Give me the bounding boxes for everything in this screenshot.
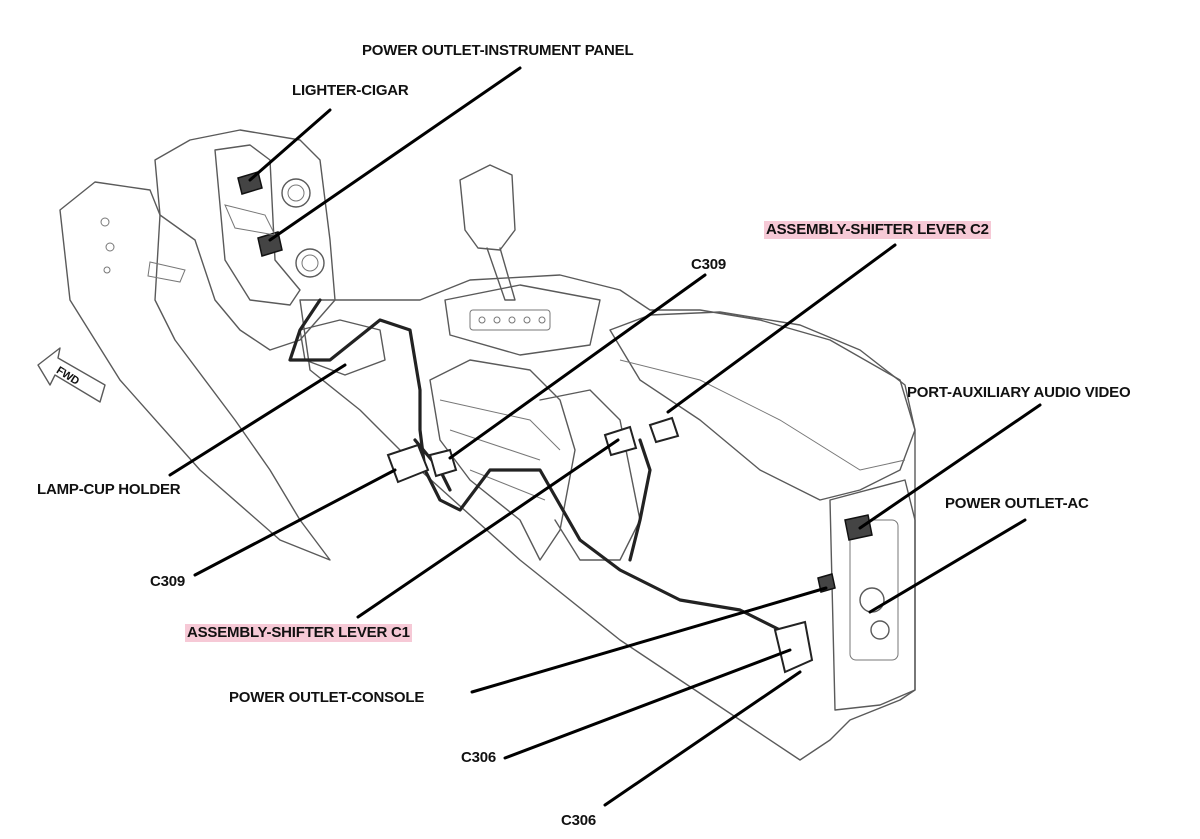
connector-c1 <box>603 425 638 457</box>
label-power-outlet-console: POWER OUTLET-CONSOLE <box>229 689 425 706</box>
outlet-socket-inner <box>287 184 305 202</box>
shifter-stem <box>486 247 516 301</box>
label-power-outlet-ac: POWER OUTLET-AC <box>945 495 1089 512</box>
console-rear-panel <box>829 479 916 711</box>
leader-power-outlet-instrument-panel <box>268 66 522 242</box>
connector-console-outlet <box>817 573 836 593</box>
shifter-mechanism <box>429 359 576 561</box>
outlet-socket-inner <box>301 254 319 272</box>
leader-c309-lower <box>193 468 397 577</box>
fwd-arrow <box>37 347 106 403</box>
floor-hole <box>103 266 111 274</box>
panel-bezel <box>214 144 301 306</box>
shifter-bezel <box>444 284 601 356</box>
ac-outlet-lower <box>870 620 890 640</box>
label-port-auxiliary-audio-video: PORT-AUXILIARY AUDIO VIDEO <box>907 384 1131 401</box>
label-lamp-cup-holder: LAMP-CUP HOLDER <box>37 481 181 498</box>
label-c306-lower: C306 <box>561 812 597 829</box>
gate-indicator <box>508 316 516 324</box>
shifter-gate <box>469 309 551 331</box>
label-lighter-cigar: LIGHTER-CIGAR <box>292 82 409 99</box>
rear-bezel <box>849 519 899 661</box>
leader-port-auxiliary-audio-video <box>858 403 1042 530</box>
console-body-outline <box>299 274 916 761</box>
mechanism-detail <box>439 399 561 451</box>
leader-power-outlet-console <box>470 586 828 694</box>
label-power-outlet-instrument-panel: POWER OUTLET-INSTRUMENT PANEL <box>362 42 634 59</box>
leader-c309-upper <box>448 273 707 460</box>
leader-assembly-shifter-lever-c1 <box>356 438 620 619</box>
label-assembly-shifter-lever-c1: ASSEMBLY-SHIFTER LEVER C1 <box>185 624 412 642</box>
gate-indicator <box>493 316 501 324</box>
leader-lamp-cup-holder <box>168 363 347 477</box>
gate-indicator <box>478 316 486 324</box>
outlet-socket <box>295 248 325 278</box>
leader-assembly-shifter-lever-c2 <box>666 243 897 414</box>
connector-c309 <box>386 443 430 484</box>
mechanism-detail <box>469 469 546 501</box>
leader-power-outlet-ac <box>868 518 1027 614</box>
shifter-knob <box>459 164 516 251</box>
leader-c306-lower <box>603 670 802 807</box>
gate-indicator <box>523 316 531 324</box>
lighter-connector <box>237 171 263 195</box>
gate-indicator <box>538 316 546 324</box>
connector-c2 <box>648 416 680 444</box>
leader-lighter-cigar <box>248 108 332 182</box>
label-assembly-shifter-lever-c2: ASSEMBLY-SHIFTER LEVER C2 <box>764 221 991 239</box>
label-c309-upper: C309 <box>691 256 727 273</box>
shifter-bracket <box>539 389 641 561</box>
ac-outlet <box>859 587 885 613</box>
connector-c309-mate <box>428 448 458 478</box>
armrest-seam <box>619 359 906 471</box>
label-c306-upper: C306 <box>461 749 497 766</box>
outlet-socket <box>281 178 311 208</box>
floor-slot <box>147 261 186 283</box>
leader-c306-upper <box>503 648 792 760</box>
mechanism-detail <box>449 429 541 461</box>
panel-trim <box>224 204 276 236</box>
floor-panel-outline <box>59 181 331 561</box>
floor-hole <box>105 242 115 252</box>
label-c309-lower: C309 <box>150 573 186 590</box>
armrest-lid <box>609 311 916 501</box>
wiring-harness-main <box>288 298 802 662</box>
instrument-panel-outline <box>154 129 336 351</box>
connector-c306 <box>773 620 814 674</box>
aux-port <box>844 514 873 541</box>
wiring-harness-branch <box>628 438 652 562</box>
floor-hole <box>100 217 110 227</box>
